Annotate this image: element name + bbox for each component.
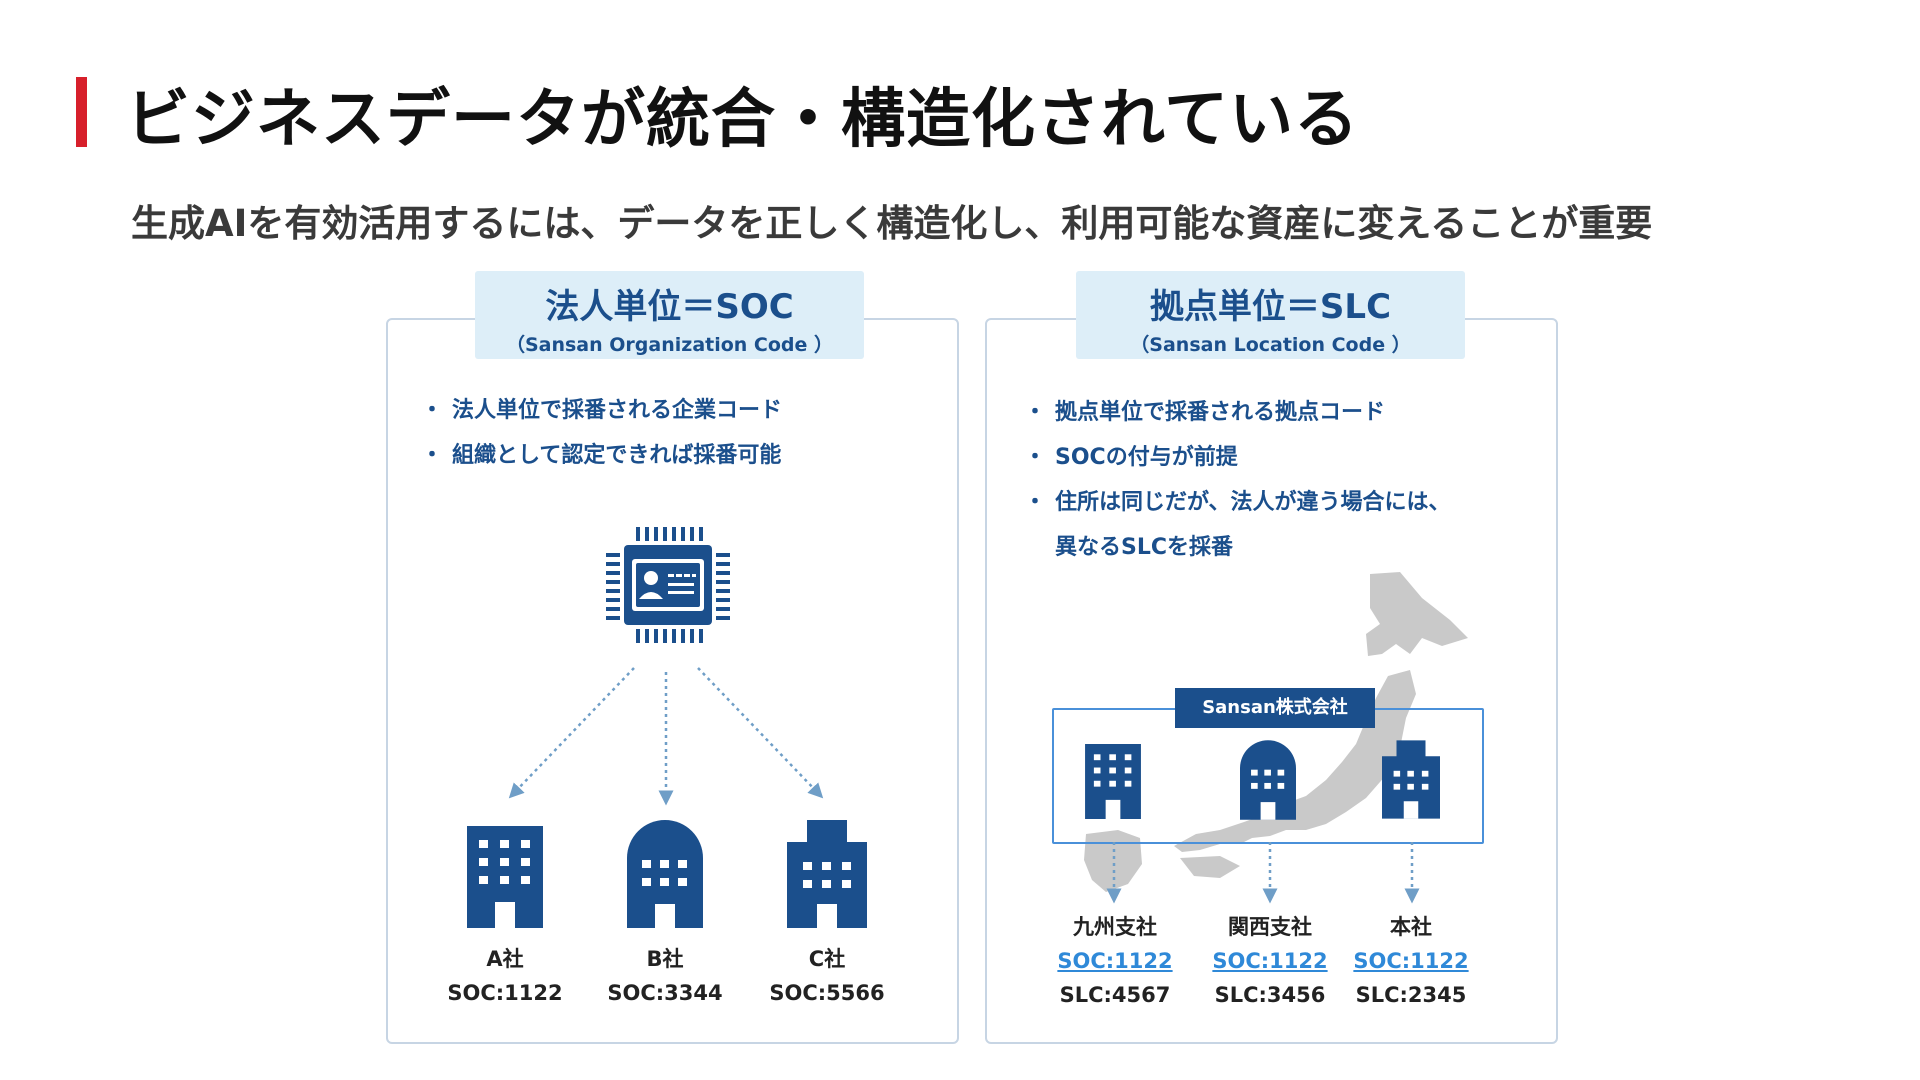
soc-panel-header: 法人単位＝SOC （Sansan Organization Code ）: [475, 271, 864, 359]
company-soc-code: SOC:3344: [607, 981, 723, 1005]
dome-building-icon: [627, 820, 703, 928]
slc-bullet: SOCの付与が前提: [1024, 435, 1451, 480]
company-name-tag: Sansan株式会社: [1175, 688, 1375, 728]
page-subtitle: 生成AIを有効活用するには、データを正しく構造化し、利用可能な資産に変えることが…: [131, 202, 1653, 245]
company-soc-code: SOC:1122: [447, 981, 563, 1005]
location-label-kyushu: 九州支社 SOC:1122 SLC:4567: [1050, 910, 1180, 1012]
company-label-b: B社 SOC:3344: [595, 942, 735, 1010]
company-name: B社: [646, 947, 684, 971]
location-name: 本社: [1390, 915, 1432, 939]
slc-connector-arrows: [1106, 842, 1420, 904]
id-card-chip-icon: [606, 527, 730, 643]
slc-bullet-continuation: 異なるSLCを採番: [1055, 535, 1234, 560]
title-accent-bar: [76, 77, 87, 147]
slc-panel-title: 拠点単位＝SLC: [1149, 287, 1392, 327]
location-soc-link[interactable]: SOC:1122: [1212, 949, 1328, 973]
slc-bullet: 住所は同じだが、法人が違う場合には、: [1024, 480, 1451, 525]
location-slc-code: SLC:3456: [1214, 983, 1326, 1007]
office-building-icon: [467, 826, 543, 928]
company-label-c: C社 SOC:5566: [757, 942, 897, 1010]
soc-bullet-list: 法人単位で採番される企業コード 組織として認定できれば採番可能: [421, 388, 782, 478]
page-title: ビジネスデータが統合・構造化されている: [126, 83, 1360, 157]
soc-bullet: 法人単位で採番される企業コード: [421, 388, 782, 433]
company-name: A社: [486, 947, 524, 971]
chip-pins-top: [636, 527, 703, 541]
office-building-icon: [1085, 744, 1141, 819]
slc-panel-header: 拠点単位＝SLC （Sansan Location Code ）: [1076, 271, 1465, 359]
company-name: C社: [808, 947, 846, 971]
stepped-building-icon: [1382, 740, 1440, 819]
dome-building-icon: [1240, 740, 1296, 820]
location-name: 九州支社: [1073, 915, 1157, 939]
location-slc-code: SLC:4567: [1059, 983, 1171, 1007]
location-soc-link[interactable]: SOC:1122: [1353, 949, 1469, 973]
slc-panel-subtitle: （Sansan Location Code ）: [1130, 334, 1411, 356]
soc-panel-subtitle: （Sansan Organization Code ）: [505, 334, 834, 356]
location-label-kansai: 関西支社 SOC:1122 SLC:3456: [1205, 910, 1335, 1012]
location-slc-code: SLC:2345: [1355, 983, 1467, 1007]
location-soc-link[interactable]: SOC:1122: [1057, 949, 1173, 973]
company-soc-code: SOC:5566: [769, 981, 885, 1005]
soc-panel-title: 法人単位＝SOC: [545, 287, 794, 327]
location-name: 関西支社: [1228, 915, 1312, 939]
company-label-a: A社 SOC:1122: [435, 942, 575, 1010]
slc-bullet-list: 拠点単位で採番される拠点コード SOCの付与が前提 住所は同じだが、法人が違う場…: [1024, 390, 1451, 570]
location-label-honsha: 本社 SOC:1122 SLC:2345: [1346, 910, 1476, 1012]
soc-bullet: 組織として認定できれば採番可能: [421, 433, 782, 478]
stepped-building-icon: [787, 820, 867, 928]
slc-bullet: 拠点単位で採番される拠点コード: [1024, 390, 1451, 435]
